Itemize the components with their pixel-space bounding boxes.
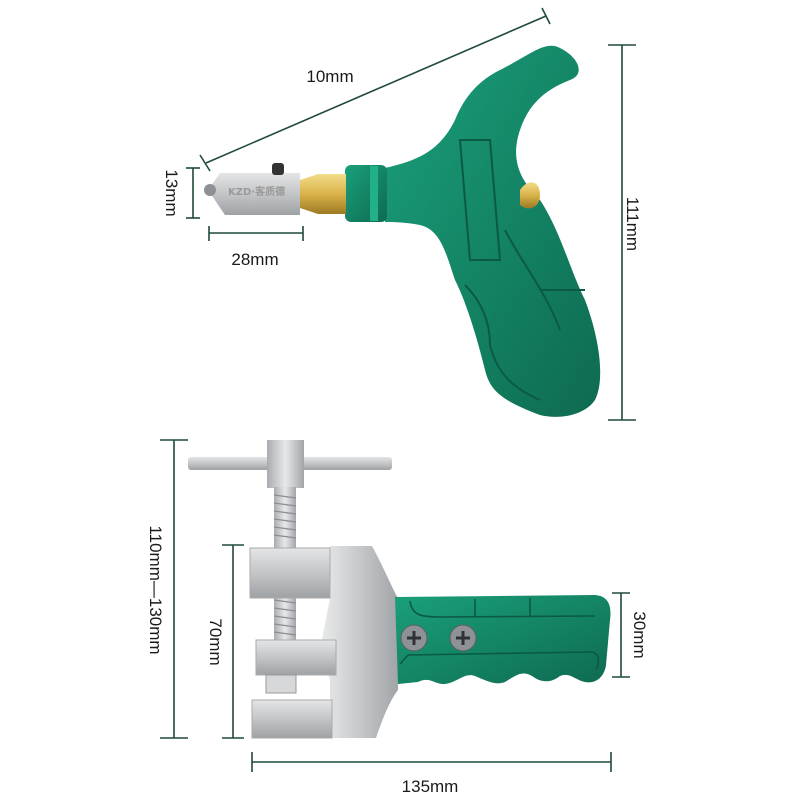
pliers-image xyxy=(188,440,611,739)
dim-total-height-top xyxy=(608,44,636,421)
jaw-nut xyxy=(265,674,297,694)
dim-grip-height xyxy=(612,592,630,678)
screw-head-2 xyxy=(449,624,477,652)
label-70mm: 70mm xyxy=(206,618,225,665)
dim-total-length xyxy=(251,752,612,772)
lower-jaw xyxy=(251,699,333,739)
label-13mm: 13mm xyxy=(162,169,181,216)
cutter-handle xyxy=(385,45,601,417)
dim-jaw-height xyxy=(222,544,244,739)
cutter-ferrule xyxy=(345,165,387,222)
dim-head-height xyxy=(186,167,200,219)
label-111mm: 111mm xyxy=(623,197,642,251)
oil-fill-knob xyxy=(520,182,540,209)
glass-cutter-image: KZD·客质德 xyxy=(204,45,601,417)
cutter-handle-groove xyxy=(458,139,585,331)
cutter-logo: KZD·客质德 xyxy=(228,185,285,198)
upper-jaw xyxy=(249,547,331,599)
cutter-wheel xyxy=(204,184,216,196)
cutter-grip-ridges xyxy=(464,284,541,401)
cutter-screw xyxy=(272,163,284,175)
cutter-blade-head xyxy=(208,173,300,215)
dim-total-height-bottom xyxy=(160,439,188,739)
label-10mm: 10mm xyxy=(306,67,353,86)
cutter-brass-neck xyxy=(300,174,346,214)
label-30mm: 30mm xyxy=(630,611,649,658)
sliding-jaw xyxy=(255,639,337,676)
dim-head-width xyxy=(208,226,304,241)
label-110-130mm: 110mm—130mm xyxy=(146,525,165,654)
handle-grooves xyxy=(399,598,600,671)
label-135mm: 135mm xyxy=(402,777,459,796)
cutter-ferrule-ring xyxy=(370,166,378,221)
label-28mm: 28mm xyxy=(231,250,278,269)
t-bar-block xyxy=(267,440,304,488)
screw-head-1 xyxy=(400,624,428,652)
dim-diagonal xyxy=(199,7,551,172)
